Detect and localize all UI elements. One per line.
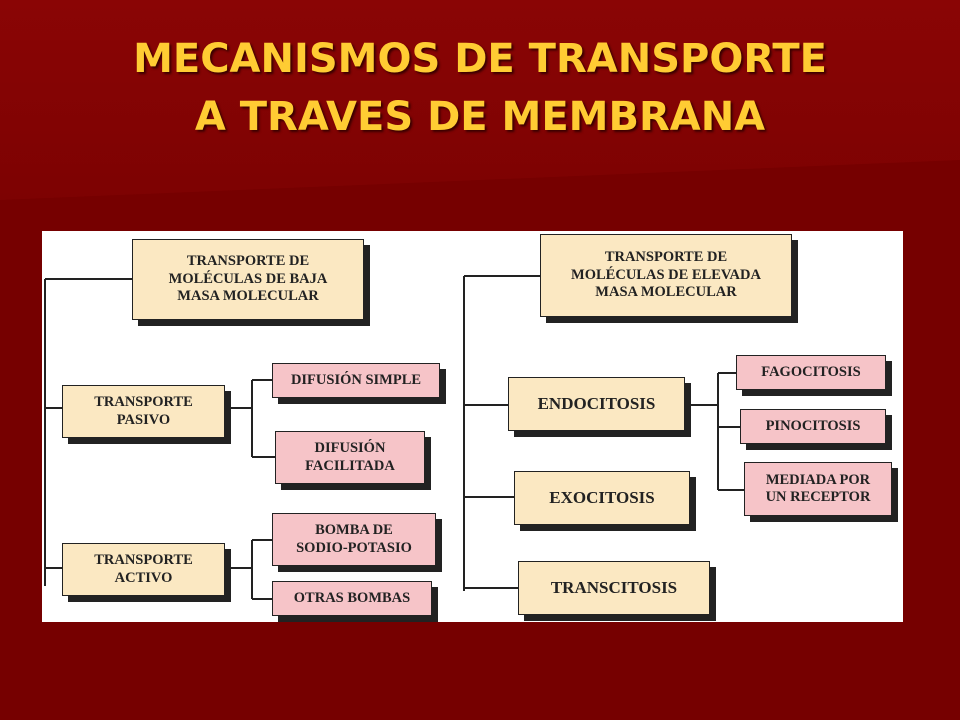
pinocytosis-label: PINOCITOSIS <box>765 417 861 434</box>
box-high-mass-transport: TRANSPORTE DE MOLÉCULAS DE ELEVADA MASA … <box>540 234 792 317</box>
phagocytosis-label: FAGOCITOSIS <box>761 363 861 380</box>
low-mass-line-2: MOLÉCULAS DE BAJA <box>168 270 328 287</box>
facilitated-line-1: DIFUSIÓN <box>314 440 386 457</box>
pump-line-1: BOMBA DE <box>315 522 393 539</box>
box-passive-transport: TRANSPORTE PASIVO <box>62 385 225 438</box>
passive-line-2: PASIVO <box>116 411 171 428</box>
box-active-transport: TRANSPORTE ACTIVO <box>62 543 225 596</box>
box-facilitated-diffusion: DIFUSIÓN FACILITADA <box>275 431 425 484</box>
low-mass-line-3: MASA MOLECULAR <box>177 288 319 305</box>
pump-line-2: SODIO-POTASIO <box>296 539 412 556</box>
box-exocytosis: EXOCITOSIS <box>514 471 690 525</box>
title-line-1: MECANISMOS DE TRANSPORTE <box>133 36 827 82</box>
active-line-1: TRANSPORTE <box>94 552 193 569</box>
high-mass-line-3: MASA MOLECULAR <box>595 284 737 301</box>
active-line-2: ACTIVO <box>114 569 173 586</box>
high-mass-line-1: TRANSPORTE DE <box>604 249 728 266</box>
transport-diagram: TRANSPORTE DE MOLÉCULAS DE BAJA MASA MOL… <box>42 231 903 622</box>
box-phagocytosis: FAGOCITOSIS <box>736 355 886 390</box>
receptor-line-1: MEDIADA POR <box>765 471 871 488</box>
transcytosis-label: TRANSCITOSIS <box>550 577 678 597</box>
exocytosis-label: EXOCITOSIS <box>549 487 655 507</box>
high-mass-line-2: MOLÉCULAS DE ELEVADA <box>571 266 761 283</box>
receptor-line-2: UN RECEPTOR <box>765 489 871 505</box>
endocytosis-label: ENDOCITOSIS <box>537 393 656 413</box>
simple-diffusion-label: DIFUSIÓN SIMPLE <box>290 371 422 388</box>
box-low-mass-transport: TRANSPORTE DE MOLÉCULAS DE BAJA MASA MOL… <box>132 239 364 320</box>
box-receptor-mediated: MEDIADA POR UN RECEPTOR <box>744 462 892 516</box>
box-sodium-potassium-pump: BOMBA DE SODIO-POTASIO <box>272 513 436 566</box>
box-pinocytosis: PINOCITOSIS <box>740 409 886 444</box>
connector-lines <box>44 275 744 600</box>
passive-line-1: TRANSPORTE <box>94 394 193 411</box>
slide-title: MECANISMOS DE TRANSPORTE A TRAVES DE MEM… <box>0 30 960 146</box>
box-simple-diffusion: DIFUSIÓN SIMPLE <box>272 363 440 398</box>
other-pumps-label: OTRAS BOMBAS <box>293 589 411 606</box>
low-mass-line-1: TRANSPORTE DE <box>186 253 310 270</box>
title-line-2: A TRAVES DE MEMBRANA <box>194 94 766 140</box>
box-transcytosis: TRANSCITOSIS <box>518 561 710 615</box>
box-other-pumps: OTRAS BOMBAS <box>272 581 432 616</box>
box-endocytosis: ENDOCITOSIS <box>508 377 685 431</box>
facilitated-line-2: FACILITADA <box>305 457 395 474</box>
